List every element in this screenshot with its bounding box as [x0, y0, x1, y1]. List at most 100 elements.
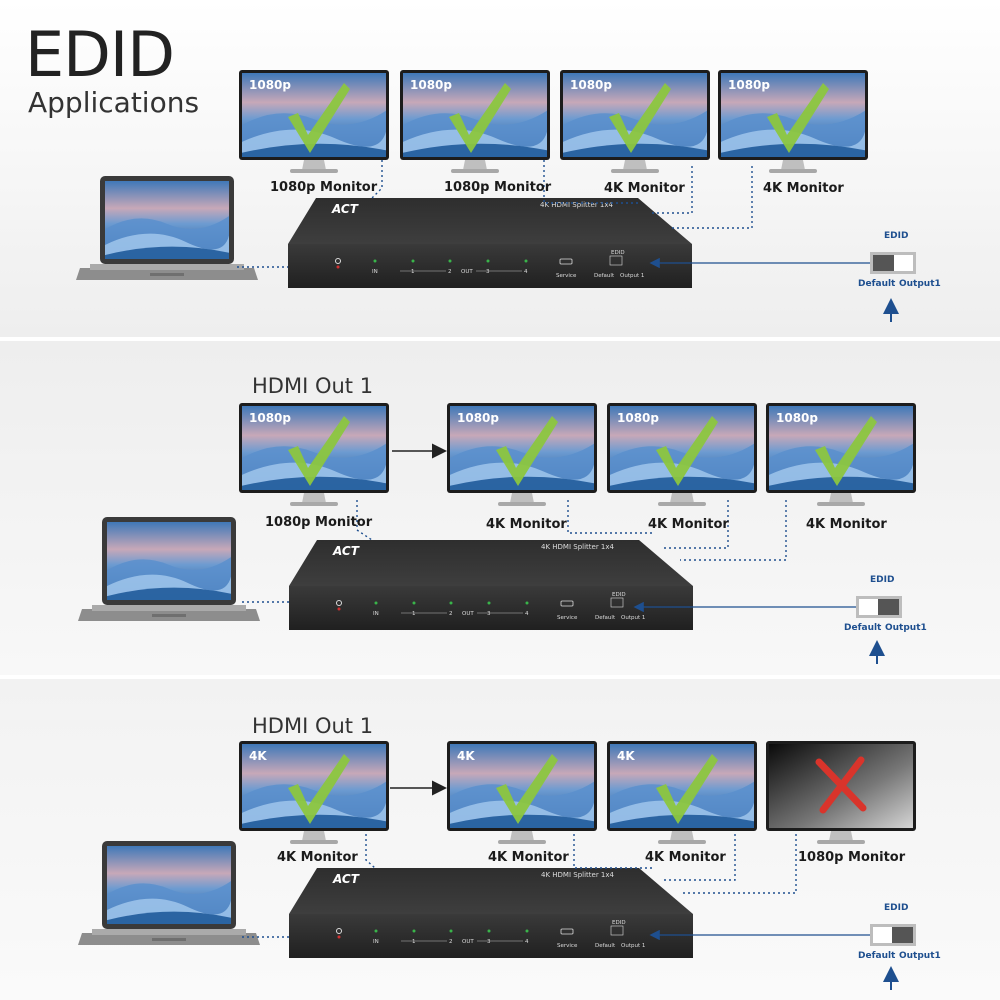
- port-number: 3: [486, 269, 490, 275]
- wallpaper-dune: [242, 814, 386, 828]
- monitor-base: [817, 502, 865, 506]
- monitor-base: [769, 169, 817, 173]
- in-label: IN: [372, 269, 378, 275]
- out-led: [412, 601, 416, 605]
- monitor-stand: [623, 160, 647, 170]
- brand-logo: ACT: [331, 202, 359, 216]
- out-label: OUT: [461, 269, 473, 275]
- wallpaper-dune: [610, 814, 754, 828]
- checkmark-icon: [288, 416, 350, 486]
- checkmark-icon: [449, 83, 511, 153]
- wallpaper-dune: [610, 476, 754, 490]
- monitor-stand: [510, 831, 534, 841]
- edid-toggle-knob: [873, 255, 894, 271]
- monitor-label: 1080p Monitor: [265, 515, 373, 530]
- service-label: Service: [556, 273, 577, 279]
- monitor: 1080p: [447, 403, 597, 506]
- resolution-badge: 4K: [457, 749, 475, 763]
- port-number: 1: [411, 269, 415, 275]
- resolution-badge: 4K: [249, 749, 267, 763]
- splitter-front: [289, 586, 693, 630]
- monitor: 1080p: [400, 70, 550, 173]
- laptop: [78, 841, 260, 945]
- service-label: Service: [557, 615, 578, 621]
- power-led: [337, 607, 341, 611]
- splitter-top: [289, 868, 693, 914]
- out-led: [412, 929, 416, 933]
- edid-toggle-knob: [878, 599, 899, 615]
- monitor-base: [498, 840, 546, 844]
- splitter-front: [289, 914, 693, 958]
- monitor: 1080p: [239, 403, 389, 506]
- cable-line: [356, 500, 373, 541]
- resolution-badge: 1080p: [617, 411, 659, 425]
- out-label: OUT: [462, 939, 474, 945]
- monitor-label: 1080p Monitor: [270, 180, 378, 195]
- laptop-keyboard: [92, 605, 246, 611]
- resolution-badge: 4K: [617, 749, 635, 763]
- edid-option-output1: Output1: [899, 951, 941, 961]
- monitor: 1080p: [766, 403, 916, 506]
- monitor-label: 4K Monitor: [648, 517, 729, 532]
- edid-title: EDID: [884, 231, 909, 241]
- default-label: Default: [595, 615, 616, 621]
- port-number: 4: [525, 939, 529, 945]
- default-label: Default: [595, 943, 616, 949]
- checkmark-icon: [609, 83, 671, 153]
- monitor: 1080p: [239, 70, 389, 173]
- monitor-stand: [670, 493, 694, 503]
- edid-option-output1: Output1: [885, 623, 927, 633]
- out-led: [525, 601, 529, 605]
- monitor-base: [658, 840, 706, 844]
- output-label: Output 1: [621, 615, 645, 621]
- edid-switch: [609, 255, 623, 266]
- cable-line: [365, 834, 376, 869]
- port-number: 2: [449, 611, 453, 617]
- checkmark-icon: [767, 83, 829, 153]
- laptop-trackpad: [152, 938, 186, 941]
- checkmark-icon: [656, 754, 718, 824]
- resolution-badge: 1080p: [728, 78, 770, 92]
- section-divider: [0, 337, 1000, 341]
- monitor: 4K: [447, 741, 597, 844]
- in-label: IN: [373, 939, 379, 945]
- port-number: 3: [487, 611, 491, 617]
- out-led: [449, 929, 453, 933]
- monitor-stand: [829, 831, 853, 841]
- wallpaper-dune: [107, 587, 231, 600]
- wallpaper-dune: [242, 476, 386, 490]
- monitor-base: [817, 840, 865, 844]
- laptop-keyboard: [92, 929, 246, 935]
- monitor-base: [290, 502, 338, 506]
- out-led: [487, 929, 491, 933]
- page-title: EDID: [25, 18, 175, 91]
- wallpaper-dune: [769, 476, 913, 490]
- out-led: [525, 929, 529, 933]
- port-number: 1: [412, 939, 416, 945]
- checkmark-icon: [288, 83, 350, 153]
- monitor-stand: [829, 493, 853, 503]
- wallpaper-dune: [242, 143, 386, 157]
- monitor-stand: [781, 160, 805, 170]
- laptop: [76, 176, 258, 280]
- cross-icon: [819, 756, 865, 814]
- monitor-base: [611, 169, 659, 173]
- wallpaper-dune: [107, 911, 231, 924]
- section-divider: [0, 675, 1000, 679]
- resolution-badge: 1080p: [457, 411, 499, 425]
- checkmark-icon: [656, 416, 718, 486]
- out-led: [524, 259, 528, 263]
- output-label: Output 1: [621, 943, 645, 949]
- out-led: [449, 601, 453, 605]
- usb-port: [560, 928, 574, 935]
- in-led: [374, 929, 378, 933]
- monitor-label: 4K Monitor: [277, 850, 358, 865]
- usb-port: [560, 600, 574, 607]
- in-led: [374, 601, 378, 605]
- wallpaper-dune: [105, 246, 229, 259]
- laptop-trackpad: [152, 614, 186, 617]
- usb-port: [559, 258, 573, 265]
